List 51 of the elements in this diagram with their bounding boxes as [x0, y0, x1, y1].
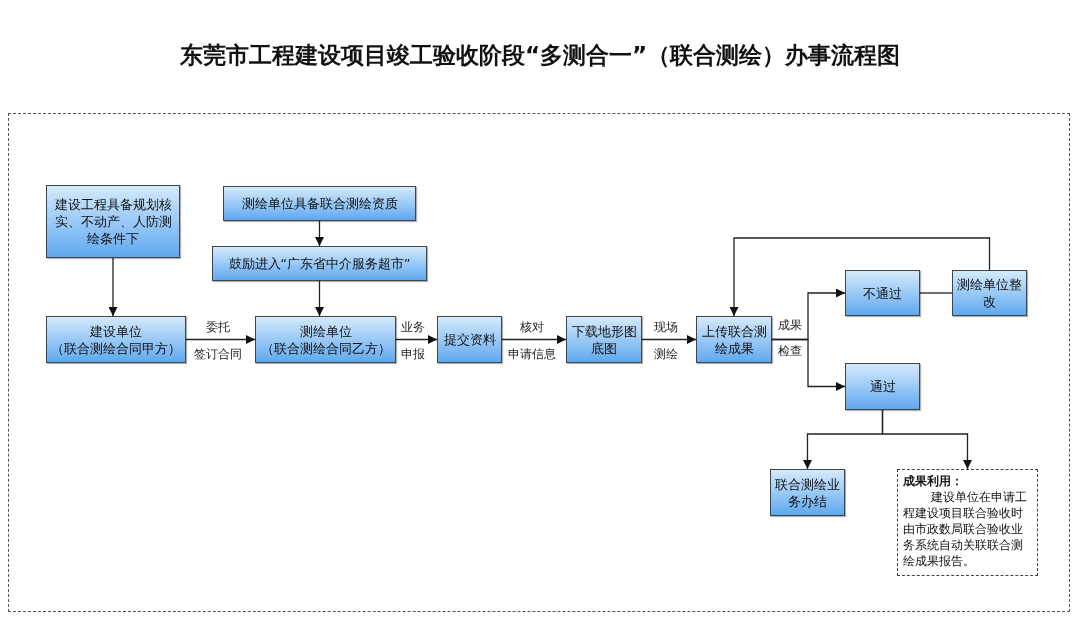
process-box	[437, 316, 502, 363]
box-text: 提交资料	[443, 331, 496, 348]
step-note: 申请信息	[507, 345, 557, 363]
box-text: （联合测绘合同乙方）	[260, 339, 391, 357]
box-text: 鼓励进入“广东省中介服务超市”	[228, 255, 411, 272]
connector-line	[919, 292, 953, 294]
process-box	[845, 363, 920, 410]
arrow	[501, 335, 567, 344]
edge-label: 现场	[653, 318, 679, 336]
arrow	[185, 335, 256, 344]
edge-label: 委托	[205, 318, 231, 336]
box-text: 测绘单位	[299, 322, 352, 340]
process-box	[696, 316, 772, 363]
arrow	[108, 257, 118, 317]
box-text: 上传联合测绘成果	[700, 322, 768, 357]
arrow	[771, 338, 846, 391]
arrow	[395, 335, 438, 344]
box-text: 不通过	[863, 284, 902, 302]
box-text: 下载地形图底图	[570, 322, 638, 357]
arrow	[729, 237, 991, 317]
box-text: 测绘单位整改	[956, 276, 1023, 310]
process-box	[223, 186, 416, 221]
note-heading: 成果利用：	[903, 473, 964, 489]
box-text: （联合测绘合同甲方）	[51, 339, 181, 357]
edge-label: 成果	[777, 316, 803, 334]
process-box	[212, 246, 427, 281]
process-box	[46, 316, 186, 363]
process-box	[845, 270, 920, 316]
box-text: 建设单位	[90, 322, 142, 340]
note-text: 建设单位在申请工程建设项目联合验收时由市政数局联合验收业务系统自动关联联合测绘成果报告。	[903, 489, 1028, 569]
step-note: 检查	[777, 342, 803, 360]
step-note: 签订合同	[193, 345, 243, 363]
box-text: 测绘单位具备联合测绘资质	[241, 195, 398, 212]
arrow	[881, 409, 972, 470]
note-box	[897, 469, 1038, 576]
box-text: 建设工程具备规划核实、不动产、人防测绘条件下	[53, 196, 173, 247]
title: 东莞市工程建设项目竣工验收阶段“多测合一”（联合测绘）办事流程图	[178, 41, 902, 70]
box-text: 联合测绘业务办结	[774, 475, 841, 510]
step-note: 申报	[400, 345, 426, 363]
step-note: 测绘	[653, 345, 679, 363]
box-text: 通过	[869, 378, 896, 395]
process-box	[46, 185, 180, 258]
arrow	[315, 220, 324, 247]
process-box	[566, 316, 642, 363]
process-box	[952, 270, 1027, 316]
edge-label: 核对	[519, 318, 545, 336]
arrow	[315, 280, 324, 317]
process-box	[255, 316, 396, 363]
process-box	[770, 469, 845, 516]
edge-label: 业务	[400, 318, 426, 336]
arrow	[641, 335, 697, 344]
